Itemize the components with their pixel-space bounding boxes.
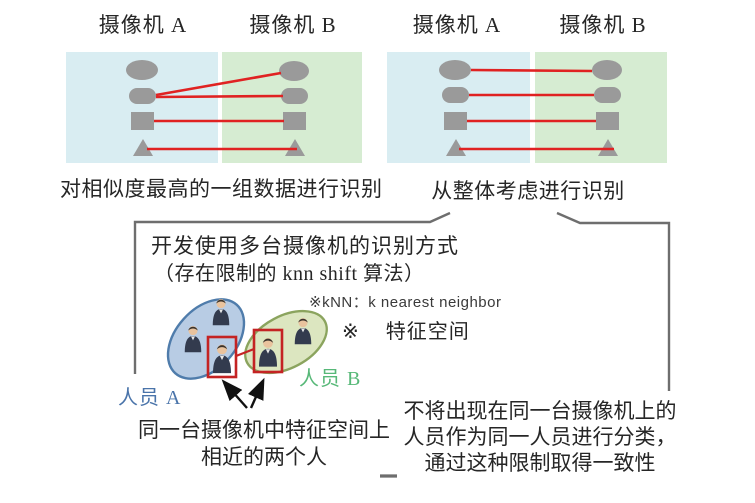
stadium-icon (129, 88, 156, 104)
stadium-icon (442, 87, 469, 103)
callout-title-line1: 开发使用多台摄像机的识别方式 (151, 234, 459, 258)
stadium-icon (594, 87, 621, 103)
square-icon (444, 112, 467, 130)
arrow-to-person-a (221, 379, 248, 409)
constraint-note-line1: 不将出现在同一台摄像机上的 (403, 399, 677, 423)
triangle-icon (446, 139, 466, 156)
ellipse-icon (439, 60, 471, 80)
pointer-caption-line1: 同一台摄像机中特征空间上 (138, 418, 390, 442)
triangle-icon (598, 139, 618, 156)
knn-definition-note: ※kNN：k nearest neighbor (309, 294, 502, 311)
constraint-note: 不将出现在同一台摄像机上的 人员作为同一人员进行分类， 通过这种限制取得一致性 (394, 398, 686, 476)
ellipse-icon (592, 60, 622, 80)
callout-border-left (133, 211, 451, 374)
constraint-note-line3: 通过这种限制取得一致性 (424, 451, 656, 475)
feature-space-clusters (166, 298, 328, 409)
ellipse-icon (279, 61, 309, 81)
match-lines (147, 68, 614, 151)
match-line-ellipseA-ellipseB (470, 68, 593, 73)
triangle-icon (133, 139, 153, 156)
square-icon (596, 112, 619, 130)
person-a-label: 人员 A (118, 387, 182, 409)
cluster-a-ellipse (166, 298, 246, 380)
left-panel-camera-a-header: 摄像机 A (98, 13, 188, 37)
constraint-note-line2: 人员作为同一人员进行分类， (403, 425, 677, 449)
right-panel-camera-a-header: 摄像机 A (412, 13, 502, 37)
reference-mark-icon: ※ (342, 321, 360, 343)
pointer-arrows (221, 377, 265, 409)
callout-title-line2: （存在限制的 knn shift 算法） (154, 263, 425, 285)
pointer-caption: 同一台摄像机中特征空间上 相近的两个人 (128, 417, 400, 471)
feature-space-line: ※ 特征空间 (342, 315, 470, 344)
match-line-stadiumA-stadiumB (155, 94, 284, 99)
highlight-box-person-a (206, 335, 238, 379)
person-shape-icons (126, 60, 622, 156)
left-panel-camera-b-header: 摄像机 B (249, 13, 337, 37)
callout-border-right (556, 211, 671, 391)
ellipse-icon (126, 60, 158, 80)
callout-border (133, 211, 671, 478)
similar-pair-highlight (206, 328, 284, 379)
right-panel-camera-b-header: 摄像机 B (559, 13, 647, 37)
feature-space-label: 特征空间 (385, 321, 470, 343)
match-line-stadiumA-ellipseB (155, 71, 282, 97)
square-icon (131, 112, 154, 130)
arrow-to-person-b (248, 377, 265, 409)
right-panel-caption: 从整体考虑进行识别 (431, 179, 625, 203)
person-b-label: 人员 B (299, 368, 362, 390)
highlight-box-person-b (252, 328, 284, 374)
highlight-connector-line (235, 347, 255, 358)
left-panel-caption: 对相似度最高的一组数据进行识别 (60, 177, 383, 201)
pointer-caption-line2: 相近的两个人 (201, 445, 327, 469)
triangle-icon (285, 139, 305, 156)
stadium-icon (281, 88, 308, 104)
square-icon (283, 112, 306, 130)
